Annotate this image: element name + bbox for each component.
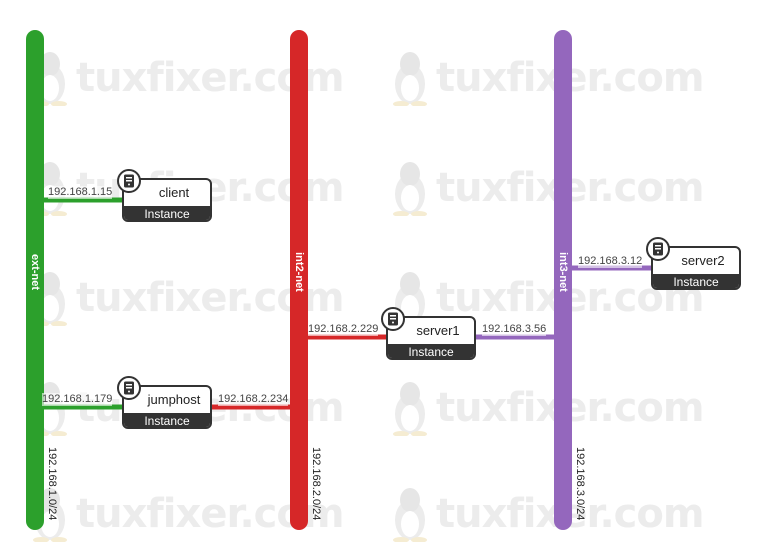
ip-label-server1-int3: 192.168.3.56: [482, 323, 547, 336]
ip-label-client-ext: 192.168.1.15: [48, 186, 113, 199]
server-icon: [117, 376, 141, 400]
instance-name: server1: [416, 323, 460, 338]
network-bar-int2-net[interactable]: [290, 30, 308, 530]
network-bar-int3-net[interactable]: [554, 30, 572, 530]
network-name-ext-net: ext-net: [29, 253, 41, 291]
network-cidr-ext-net: 192.168.1.0/24: [46, 447, 58, 521]
ip-label-server1-int2: 192.168.2.229: [308, 323, 379, 336]
ip-label-jumphost-ext: 192.168.1.179: [42, 393, 113, 406]
network-name-int3-net: int3-net: [557, 252, 569, 292]
instance-name: server2: [681, 253, 725, 268]
ip-label-server2-int3: 192.168.3.12: [578, 255, 643, 268]
instance-name: client: [158, 185, 190, 200]
network-name-int2-net: int2-net: [293, 252, 305, 292]
instance-name: jumphost: [147, 392, 201, 407]
server-icon: [381, 307, 405, 331]
server-icon: [646, 237, 670, 261]
network-bar-ext-net[interactable]: [26, 30, 44, 530]
instance-type: Instance: [124, 413, 210, 427]
ip-label-jumphost-int2: 192.168.2.234: [218, 393, 289, 406]
instance-type: Instance: [653, 274, 739, 288]
server-icon: [117, 169, 141, 193]
network-cidr-int2-net: 192.168.2.0/24: [310, 447, 322, 521]
network-cidr-int3-net: 192.168.3.0/24: [574, 447, 586, 521]
instance-type: Instance: [124, 206, 210, 220]
instance-card-client[interactable]: client Instance: [122, 178, 212, 222]
instance-type: Instance: [388, 344, 474, 358]
